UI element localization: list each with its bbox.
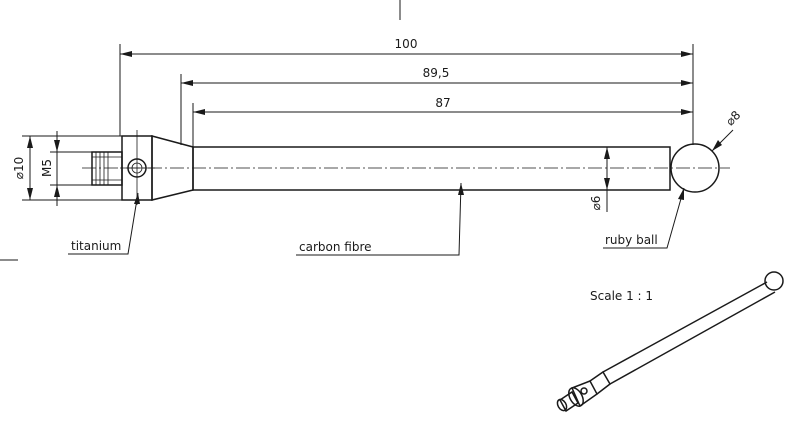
dim-89-5-label: 89,5 bbox=[423, 66, 450, 80]
iso-ruby-ball bbox=[764, 271, 784, 291]
dim-phi8-label: ⌀8 bbox=[723, 108, 743, 128]
dim-stem-dia: ⌀6 bbox=[589, 147, 610, 212]
dim-87-label: 87 bbox=[435, 96, 450, 110]
dim-phi10-label: ⌀10 bbox=[12, 157, 26, 180]
dim-length-3: 87 bbox=[192, 96, 693, 147]
dim-length-2: 89,5 bbox=[180, 66, 693, 145]
leader-ruby-ball: ruby ball bbox=[603, 187, 685, 249]
carbon-stem bbox=[192, 146, 671, 191]
iso-thread bbox=[559, 390, 579, 413]
dim-phi6-label: ⌀6 bbox=[589, 196, 603, 211]
scale-note: Scale 1 : 1 bbox=[590, 289, 653, 303]
leader-carbon-fibre: carbon fibre bbox=[296, 182, 464, 256]
stylus-side-view bbox=[82, 130, 730, 205]
dim-overall-length: 100 bbox=[119, 37, 694, 145]
dim-100-label: 100 bbox=[395, 37, 418, 51]
dim-thread-dia: ⌀10 bbox=[12, 135, 122, 201]
dim-m5-label: M5 bbox=[40, 159, 54, 177]
stylus-isometric-view bbox=[556, 271, 784, 413]
leader-titanium: titanium bbox=[68, 192, 140, 255]
label-titanium: titanium bbox=[71, 239, 121, 253]
iso-titanium-body bbox=[570, 380, 598, 408]
dim-thread: M5 bbox=[40, 131, 92, 206]
label-carbon-fibre: carbon fibre bbox=[299, 240, 372, 254]
label-ruby-ball: ruby ball bbox=[605, 233, 658, 247]
ruby-ball bbox=[670, 143, 720, 193]
dim-ball-dia: ⌀8 bbox=[711, 108, 743, 152]
